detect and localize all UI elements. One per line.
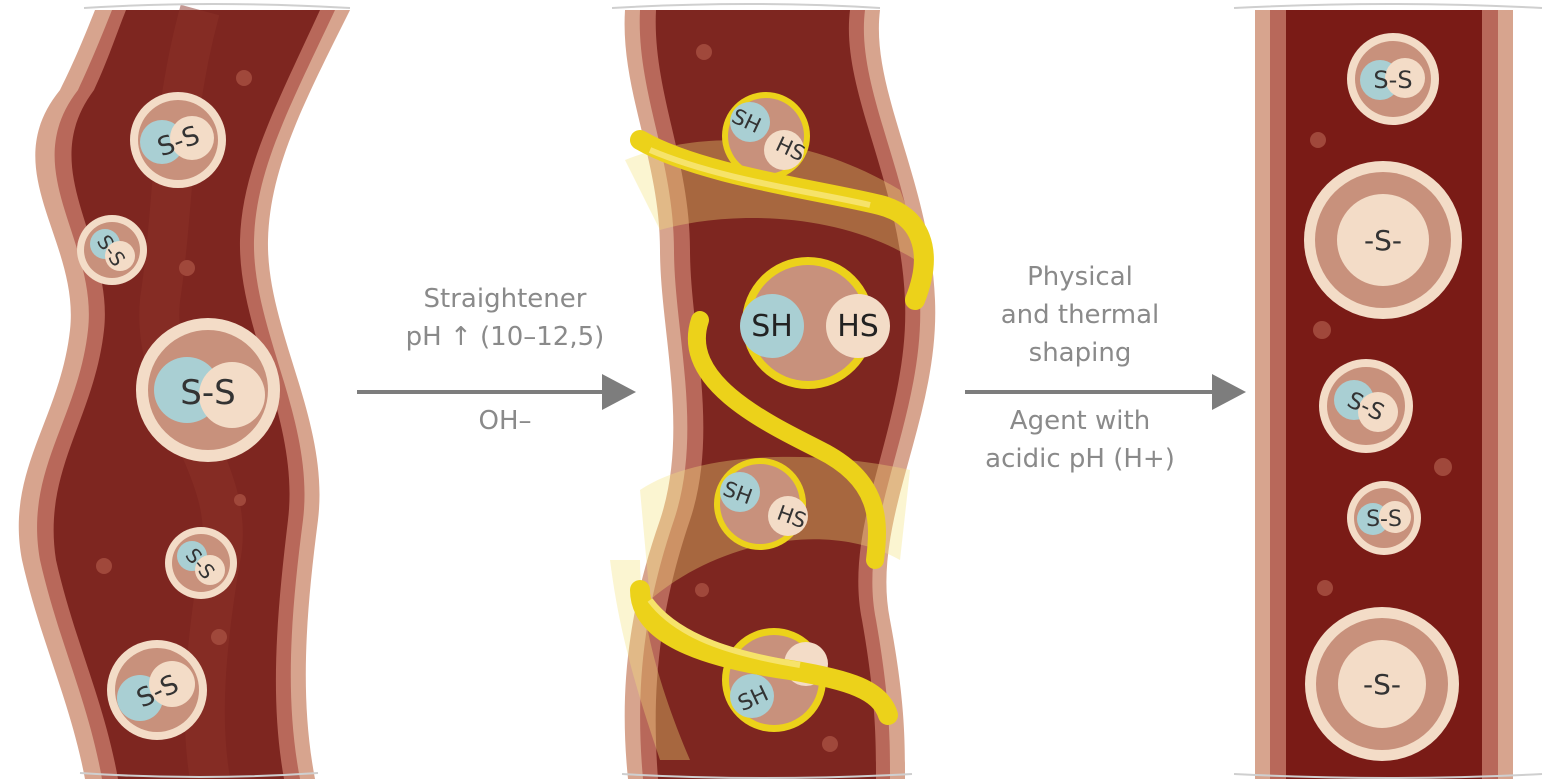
lanthionine-bead: -S- <box>1305 607 1459 761</box>
step-2-line-3: shaping <box>940 334 1220 372</box>
step-2-line-2: and thermal <box>940 296 1220 334</box>
step-1-line-1: Straightener <box>360 280 650 318</box>
step-1-label: Straightener pH ↑ (10–12,5) <box>360 280 650 356</box>
step-2-label: Physical and thermal shaping <box>940 258 1220 372</box>
disulfide-bead: S-S <box>1319 359 1413 453</box>
step-2-below-line-2: acidic pH (H+) <box>940 440 1220 478</box>
bond-label: S-S <box>1366 507 1402 532</box>
disulfide-bead: S-S <box>1347 481 1421 555</box>
step-2-below-line-1: Agent with <box>940 402 1220 440</box>
disulfide-bead: S-S <box>107 640 207 740</box>
bond-label: -S- <box>1364 224 1402 257</box>
step-1-below-arrow: OH– <box>360 402 650 440</box>
disulfide-bead: S-S <box>165 527 237 599</box>
bond-label: HS <box>837 309 879 344</box>
disulfide-bead: S-S <box>77 215 147 285</box>
step-1-line-2: pH ↑ (10–12,5) <box>360 318 650 356</box>
step-2-below-arrow: Agent with acidic pH (H+) <box>940 402 1220 478</box>
disulfide-bead: S-S <box>1347 33 1439 125</box>
lanthionine-bead: -S- <box>1304 161 1462 319</box>
step-2-line-1: Physical <box>940 258 1220 296</box>
disulfide-bead: S-S <box>136 318 280 462</box>
disulfide-bead: S-S <box>130 92 226 188</box>
bond-label: S-S <box>1373 66 1412 94</box>
bond-label: S-S <box>180 373 235 413</box>
bond-label: -S- <box>1363 668 1401 701</box>
bond-label: SH <box>751 309 793 344</box>
